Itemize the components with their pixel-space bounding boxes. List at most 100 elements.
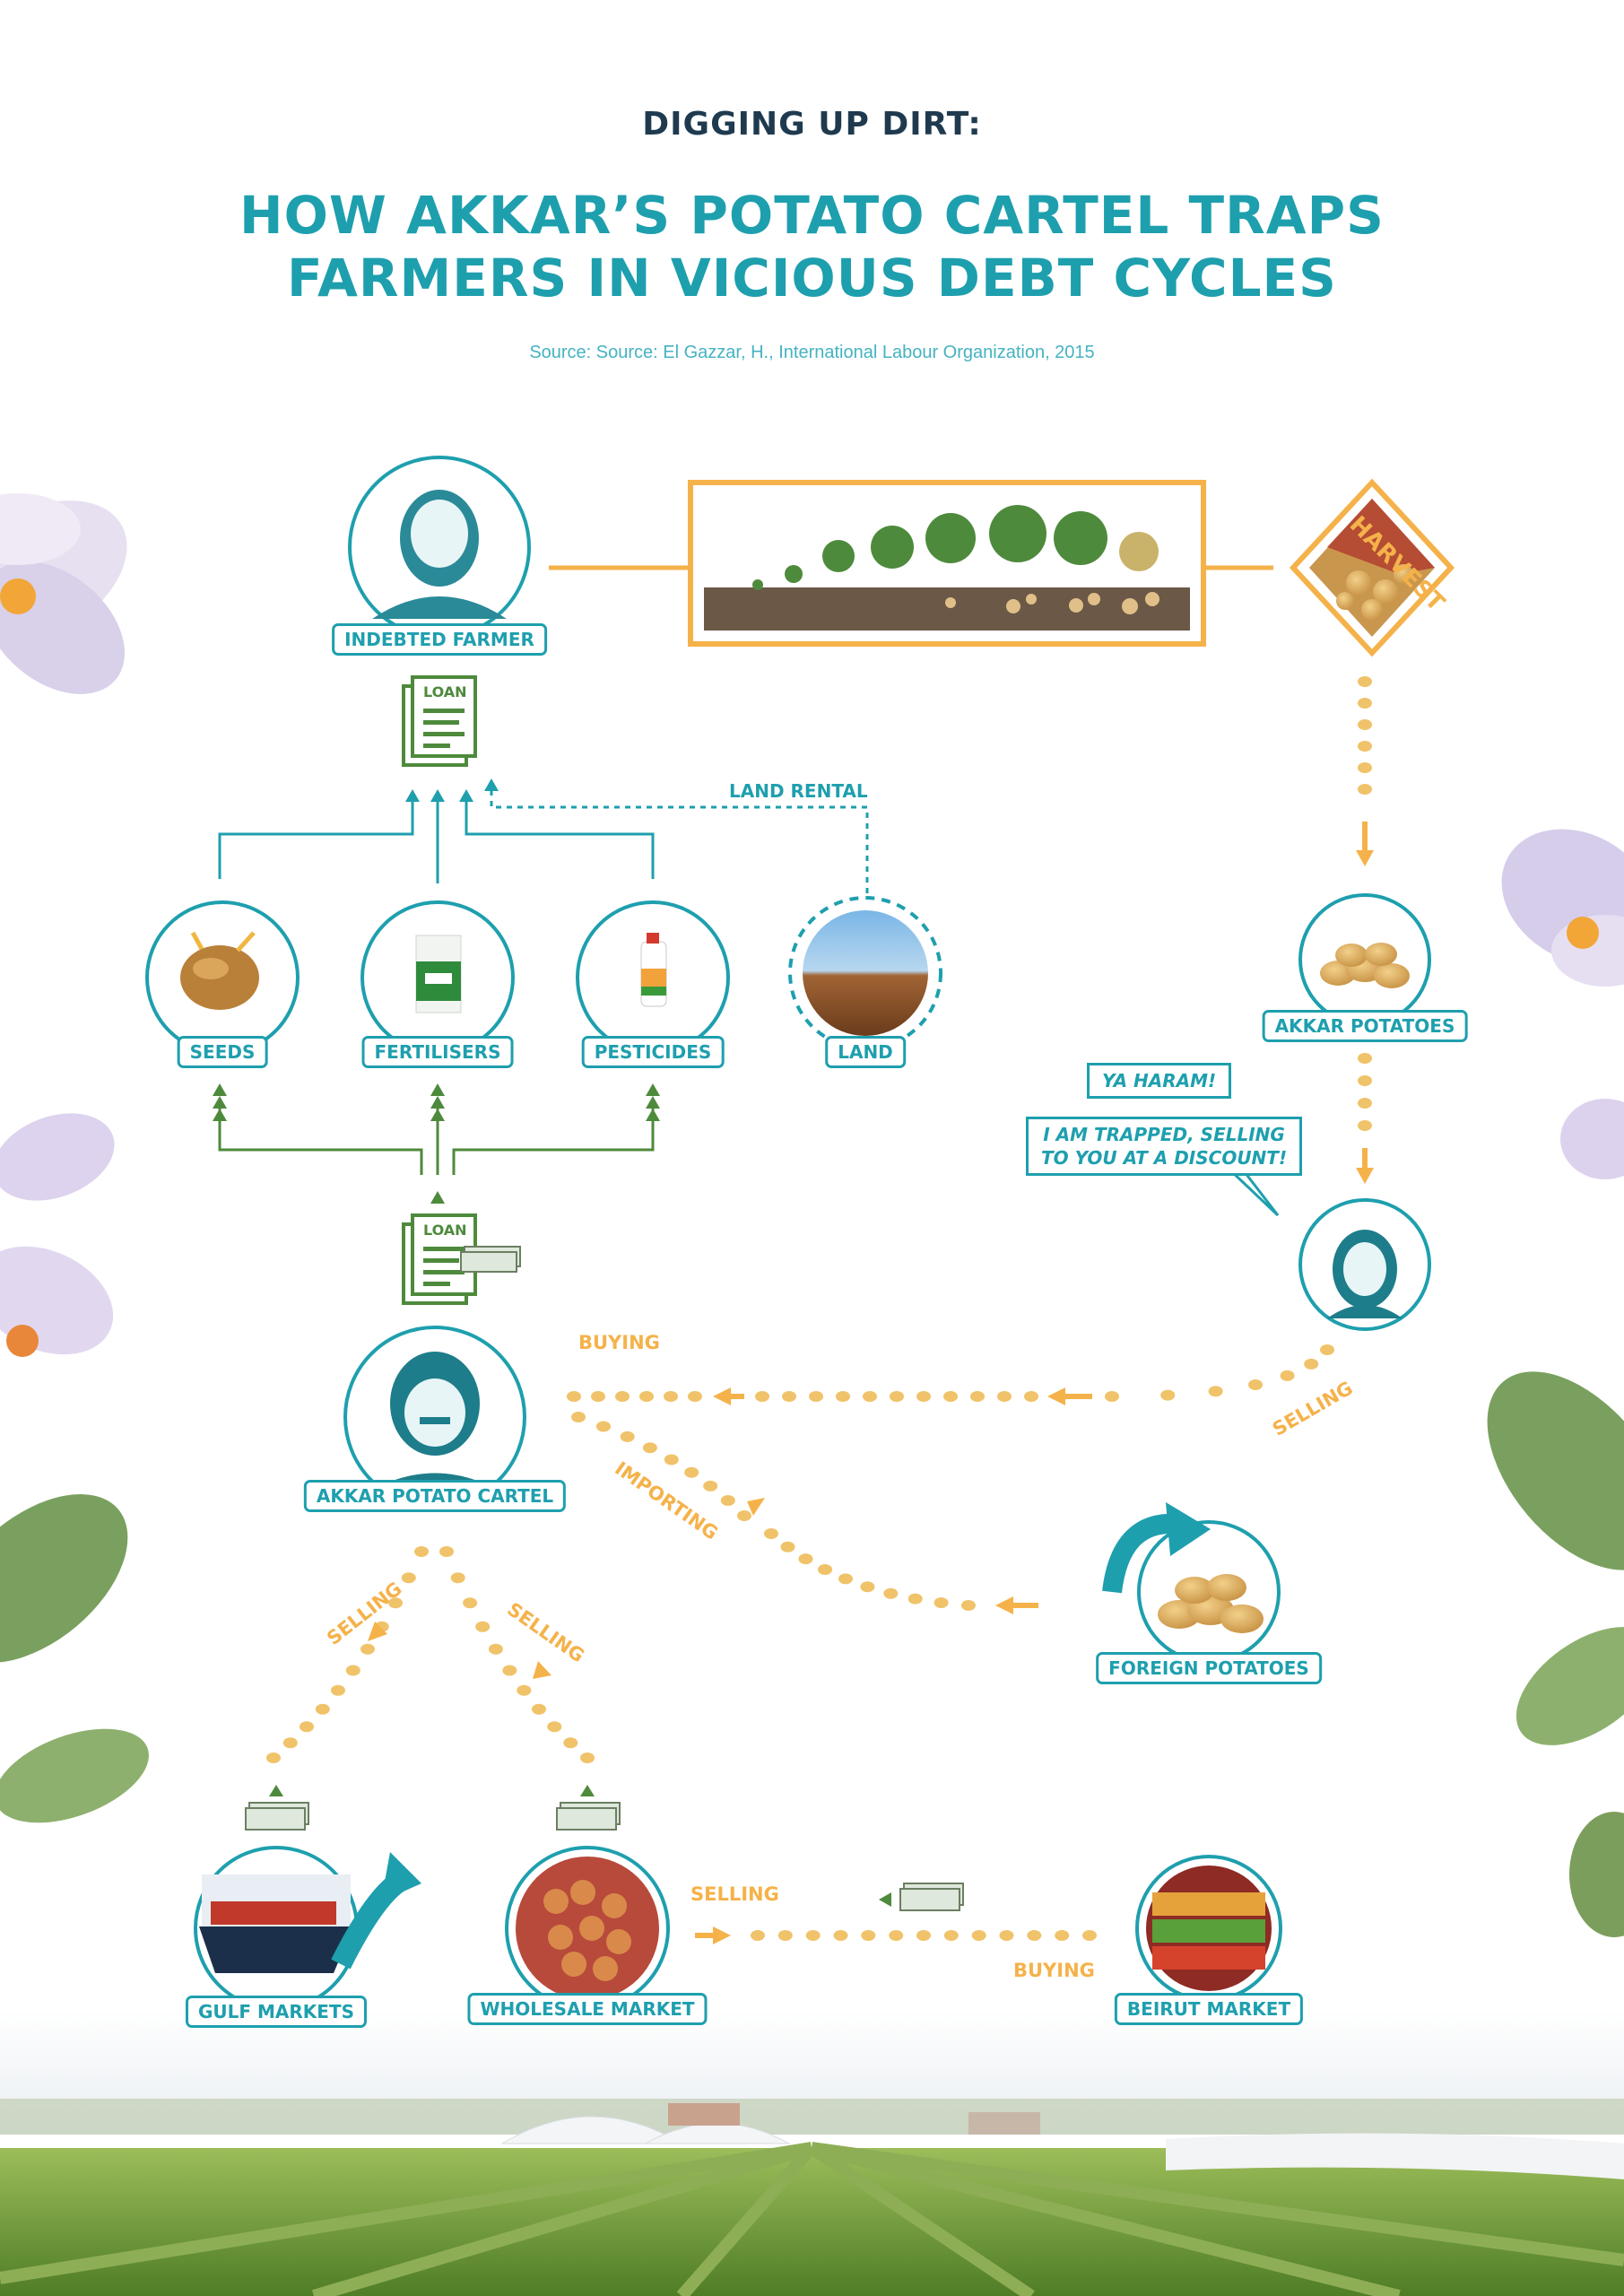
label-cartel: AKKAR POTATO CARTEL [303,1480,567,1512]
potato-dot [1358,784,1372,795]
potato-dot [580,1752,595,1763]
label-seeds: SEEDS [177,1036,268,1068]
potato-dot [1358,676,1372,687]
label-beirut-market: BEIRUT MARKET [1114,1993,1304,2025]
label-gulf-markets: GULF MARKETS [185,1996,368,2028]
potato-dot [890,1391,904,1402]
potato-dot [943,1930,959,1941]
potato-dot [266,1752,281,1763]
label-akkar-potatoes: AKKAR POTATOES [1262,1010,1468,1042]
potato-dot [664,1454,679,1465]
foreign-potatoes-image [1102,1502,1264,1633]
potato-dot [961,1600,976,1611]
potato-dot [916,1930,931,1941]
buying-beirut-label: BUYING [1013,1960,1095,1981]
potato-dot [1358,719,1372,730]
potato-dot [971,1930,986,1941]
speech-bubble-trapped: I AM TRAPPED, SELLING TO YOU AT A DISCOU… [1026,1117,1303,1176]
potato-dot [315,1703,330,1715]
potato-dot [282,1737,298,1749]
loan-connectors [218,789,869,915]
potato-dot [1358,698,1372,709]
left-flower-decoration [0,493,149,1823]
crop-growth-panel [688,480,1206,647]
potato-dot [1358,1120,1372,1131]
potato-dot [642,1442,657,1454]
loan-connector-arrowheads [405,778,499,802]
title-line-2: FARMERS IN VICIOUS DEBT CYCLES [287,248,1337,309]
potato-dot [833,1930,848,1941]
potato-dot [615,1391,630,1402]
potato-dot [755,1391,769,1402]
label-foreign-potatoes: FOREIGN POTATOES [1096,1652,1322,1684]
potato-dot [517,1684,532,1696]
potato-dot [764,1528,778,1539]
beirut-market-image [1146,1866,1272,1991]
label-wholesale-market: WHOLESALE MARKET [467,1993,708,2025]
money-bills-icons [245,1246,964,1911]
potato-dot [463,1597,478,1609]
potato-dot [488,1643,503,1655]
potato-dot [934,1597,949,1608]
potato-dot [567,1391,581,1402]
field-landscape [0,2009,1624,2296]
fertiliser-bag-image [415,935,462,1013]
potato-dot [532,1703,546,1715]
loan-document-bottom-icon [402,1213,477,1305]
potato-dot [684,1466,699,1478]
potato-dot [1082,1930,1097,1941]
land-field-image [803,910,928,1036]
potato-dot [703,1480,718,1492]
potato-flow-dots [266,676,1372,1941]
speech-line-b1: I AM TRAPPED, SELLING [1043,1124,1285,1145]
potato-dot [737,1510,751,1521]
potato-dot [836,1391,850,1402]
potato-dot [751,1930,765,1941]
label-pesticides: PESTICIDES [581,1036,725,1068]
potato-dot [360,1643,375,1655]
speech-line-a: YA HARAM! [1102,1070,1217,1091]
potato-dot [805,1930,821,1941]
gulf-ship-image [199,1852,421,1973]
potato-dot [1280,1370,1295,1381]
potato-dot [547,1721,562,1733]
potato-dot [782,1391,796,1402]
potato-dot [1024,1391,1038,1402]
potato-dot [664,1391,678,1402]
node-circles [145,456,1431,2011]
potato-dot [1358,741,1372,752]
potato-dot [591,1391,605,1402]
potato-dot [1358,1098,1372,1109]
potato-dot [439,1546,454,1557]
potato-dot [475,1621,491,1632]
potato-dot [596,1421,611,1432]
loan-top-label: LOAN [423,683,467,700]
wholesale-sacks-image [516,1857,659,2000]
potato-dot [345,1665,360,1676]
potato-dot [1304,1358,1319,1370]
potato-dot [401,1572,416,1584]
label-fertilisers: FERTILISERS [361,1036,514,1068]
potato-dot [1208,1386,1223,1397]
potato-dot [450,1572,465,1584]
harvest-image [1289,478,1455,657]
potato-dot [331,1684,345,1696]
supply-arrowheads [213,1083,891,1907]
potato-dot [970,1391,985,1402]
potato-dot [720,1495,735,1506]
potato-dot [502,1665,517,1676]
land-rental-label: LAND RENTAL [729,780,868,802]
potato-dot [916,1391,931,1402]
potato-dot [639,1391,654,1402]
potato-dot [388,1597,403,1609]
potato-dot [571,1412,586,1422]
selling-beirut-label: SELLING [690,1883,779,1905]
source-note: Source: Source: El Gazzar, H., Internati… [529,343,1095,362]
akkar-potatoes-image [1320,943,1410,988]
potato-dot [818,1564,832,1575]
potato-dot [860,1581,875,1593]
trapped-farmer-portrait [1327,1230,1403,1318]
potato-dot [780,1541,795,1552]
title-line-1: HOW AKKAR’S POTATO CARTEL TRAPS [239,185,1385,246]
